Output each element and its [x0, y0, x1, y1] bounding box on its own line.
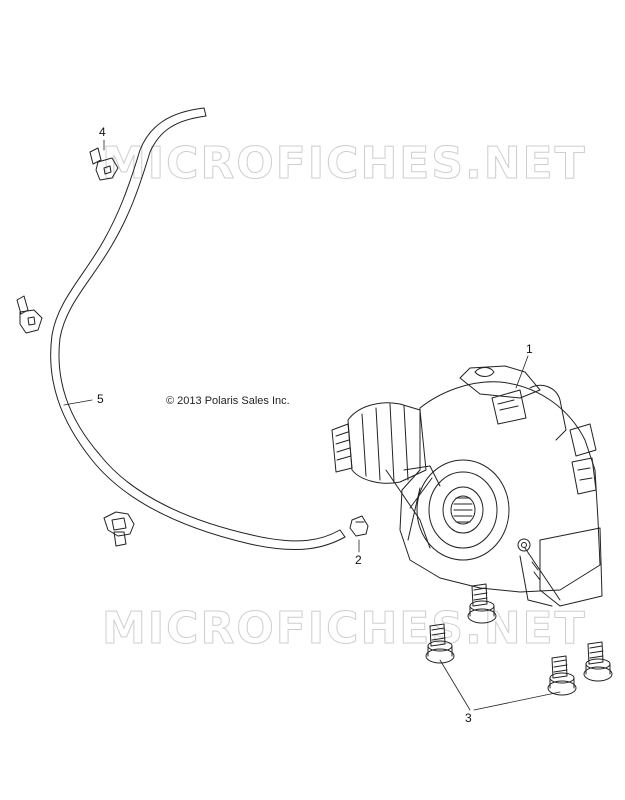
flange-bolt-2: [425, 623, 455, 664]
copyright-notice: © 2013 Polaris Sales Inc.: [166, 395, 290, 407]
watermark-top: MICROFICHES.NET: [102, 138, 587, 190]
flange-bolt-3: [583, 641, 613, 682]
watermark-bottom: MICROFICHES.NET: [102, 603, 587, 655]
callout-4: 4: [99, 125, 106, 139]
hose-clip-lower: [103, 511, 135, 547]
vent-hose: [50, 107, 346, 550]
differential-housing: [331, 365, 603, 607]
callout-1: 1: [526, 342, 533, 356]
hose-clip-small: [349, 515, 369, 537]
callout-3: 3: [465, 711, 472, 725]
hose-clip-left: [16, 295, 43, 334]
hose-clip-upper: [89, 147, 119, 181]
callout-2: 2: [355, 553, 362, 567]
leader-lines: [63, 139, 561, 711]
callout-5: 5: [97, 392, 104, 406]
flange-bolt-1: [467, 583, 497, 624]
flange-bolt-4: [547, 655, 577, 696]
